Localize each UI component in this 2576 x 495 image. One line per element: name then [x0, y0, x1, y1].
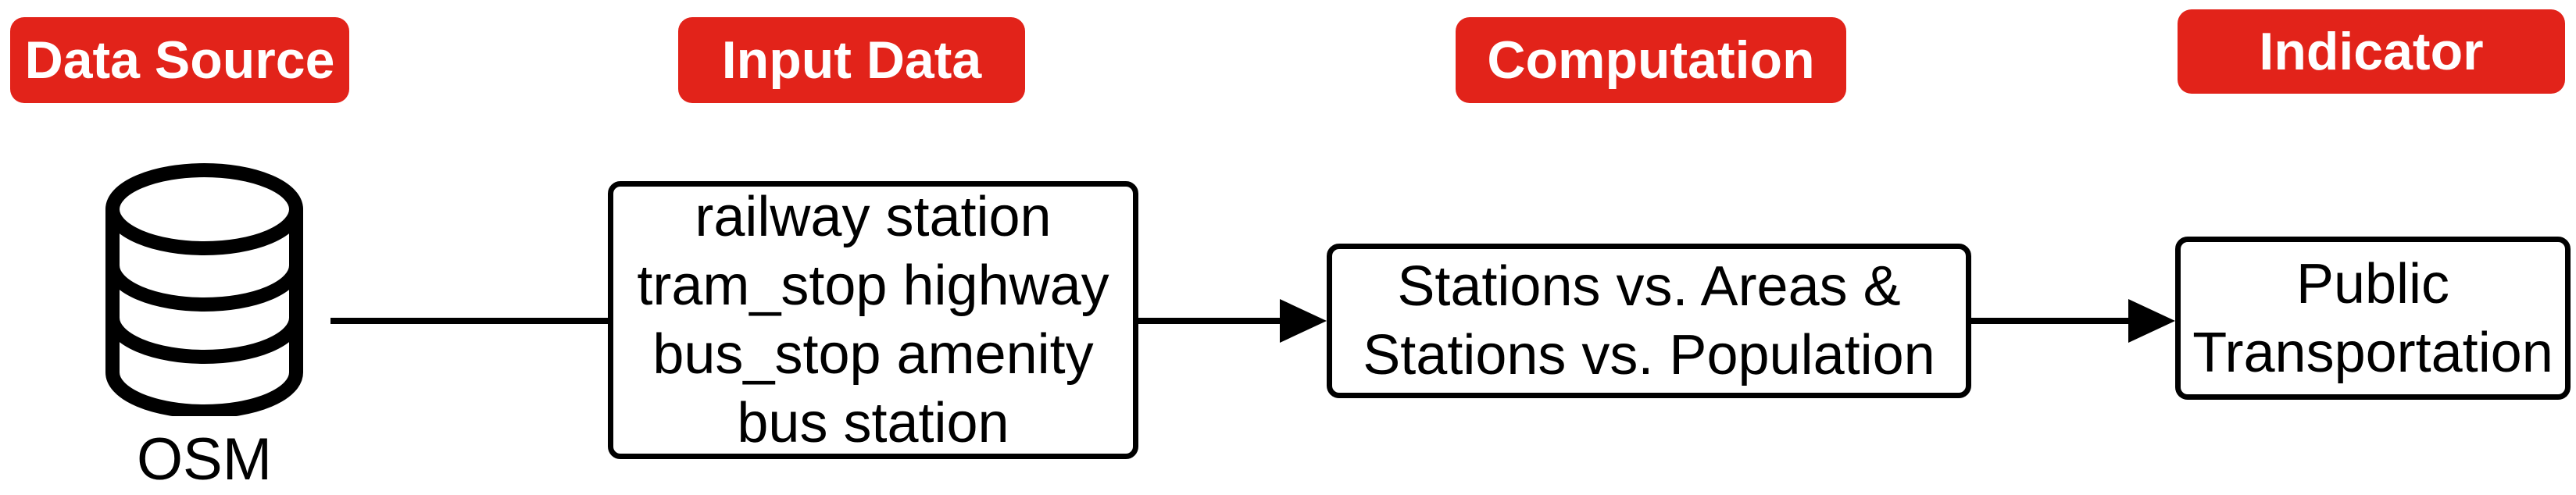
input-data-box: railway station tram_stop highway bus_st…: [608, 181, 1138, 459]
input-data-line: tram_stop highway: [637, 255, 1109, 317]
input-data-line: bus station: [737, 392, 1009, 454]
indicator-box: Public Transportation: [2175, 237, 2571, 400]
header-computation-label: Computation: [1487, 30, 1815, 90]
computation-line: Stations vs. Population: [1363, 324, 1935, 386]
header-indicator: Indicator: [2178, 9, 2565, 94]
data-source-name: OSM: [136, 426, 273, 493]
header-input-data: Input Data: [678, 17, 1025, 103]
arrowhead-computation-to-indicator: [2128, 299, 2175, 343]
header-input-data-label: Input Data: [721, 30, 982, 90]
computation-box: Stations vs. Areas & Stations vs. Popula…: [1327, 244, 1971, 398]
header-data-source: Data Source: [10, 17, 349, 103]
connector-computation-to-indicator: [1971, 318, 2131, 324]
indicator-line: Transportation: [2192, 321, 2553, 384]
computation-line: Stations vs. Areas &: [1397, 255, 1901, 318]
database-icon: [105, 163, 303, 418]
input-data-line: bus_stop amenity: [652, 323, 1094, 386]
header-indicator-label: Indicator: [2259, 22, 2484, 81]
data-source-node: [104, 162, 305, 420]
input-data-line: railway station: [695, 186, 1052, 248]
indicator-line: Public: [2296, 252, 2450, 315]
header-data-source-label: Data Source: [24, 30, 335, 90]
connector-source-to-input: [330, 318, 608, 324]
arrowhead-input-to-computation: [1280, 299, 1327, 343]
connector-input-to-computation: [1138, 318, 1284, 324]
header-computation: Computation: [1456, 17, 1846, 103]
